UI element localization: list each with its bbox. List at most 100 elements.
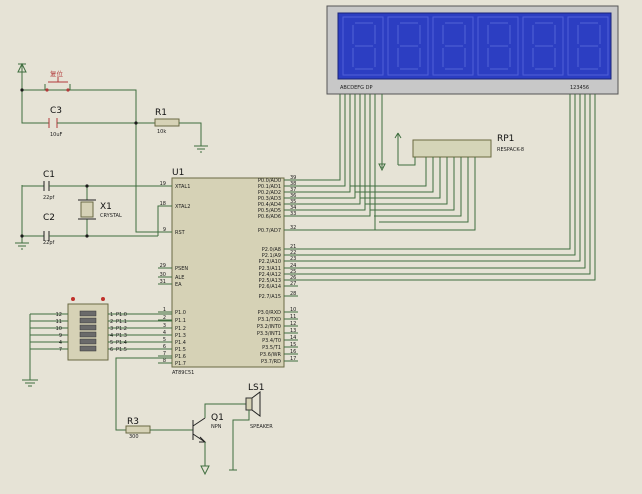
display-digit-segments xyxy=(352,22,376,70)
ls1-part: SPEAKER xyxy=(250,424,273,430)
u1-left-pin-num: 18 xyxy=(160,201,166,207)
reset-network: 复位 C3 10uF R1 10k xyxy=(17,62,208,233)
u1-left-pin-name: XTAL1 xyxy=(175,184,190,190)
u1-left-pin-name: PSEN xyxy=(175,266,188,272)
r3-value: 300 xyxy=(129,434,139,440)
dip-left-num: 10 xyxy=(56,326,62,332)
u1-left-pin-num: 19 xyxy=(160,181,166,187)
u1-left-pin-name: P1.4 xyxy=(175,340,186,346)
dip-right-num: 2 xyxy=(110,319,113,325)
dip-left-num: 12 xyxy=(56,312,62,318)
u1-right-pin-name: P3.6/WR xyxy=(260,352,282,358)
display-digit-cell xyxy=(342,16,384,76)
u1-right-pin-name: P3.3/INT1 xyxy=(257,331,281,337)
display-digit-segments xyxy=(577,22,601,70)
dip-switch-toggle[interactable] xyxy=(79,345,97,352)
u1-right-pin-name: P3.2/INT0 xyxy=(257,324,281,330)
dip-right-num: 3 xyxy=(110,326,113,332)
u1-left-pin-name: P1.7 xyxy=(175,361,186,367)
c3-ref: C3 xyxy=(50,106,62,116)
u1-right-pin-num: 36 xyxy=(290,193,296,199)
u1-right-pin-num: 25 xyxy=(290,269,296,275)
u1-right-pin-name: P3.5/T1 xyxy=(262,345,281,351)
u1-right-pin-name: P0.4/AD4 xyxy=(258,202,281,208)
dip-label: P1.4 xyxy=(116,340,127,346)
display-digit-cell xyxy=(522,16,564,76)
dip-right-num: 1 xyxy=(110,312,113,318)
dip-left-num: 9 xyxy=(59,333,62,339)
u1-right-pin-name: P3.0/RXD xyxy=(258,310,282,316)
dip-label: P1.1 xyxy=(116,319,127,325)
u1-right-pin-name: P3.4/T0 xyxy=(262,338,281,344)
rp1-part: RESPACK-8 xyxy=(497,147,524,153)
r1-value: 10k xyxy=(157,129,166,135)
x1-ref: X1 xyxy=(100,202,112,212)
u1-left-pin-num: 1 xyxy=(163,307,166,313)
c3-value: 10uF xyxy=(50,132,63,138)
seven-segment-display[interactable]: ABCDEFG DP 123456 xyxy=(326,5,619,95)
u1-right-pin-num: 11 xyxy=(290,314,296,320)
u1-ref: U1 xyxy=(172,168,184,178)
u1-right-pin-name: P2.5/A13 xyxy=(259,278,281,284)
reset-button-label[interactable]: 复位 xyxy=(50,69,64,78)
display-digit-segments xyxy=(487,22,511,70)
u1-left-pin-name: P1.1 xyxy=(175,318,186,324)
dip-switch-toggle[interactable] xyxy=(79,338,97,345)
u1-right-pin-name: P0.0/AD0 xyxy=(258,178,281,184)
u1-left-pin-name: P1.6 xyxy=(175,354,186,360)
u1-left-pin-name: RST xyxy=(175,230,186,236)
u1-left-pin-num: 5 xyxy=(163,337,166,343)
u1-right-pin-num: 24 xyxy=(290,263,296,269)
u1-right-pin-name: P2.7/A15 xyxy=(259,294,281,300)
u1-right-pin-name: P2.0/A8 xyxy=(262,247,281,253)
u1-left-pin-num: 7 xyxy=(163,351,166,357)
u1-right-pin-name: P0.5/AD5 xyxy=(258,208,281,214)
dip-switch-toggle[interactable] xyxy=(79,324,97,331)
u1-right-pin-num: 26 xyxy=(290,275,296,281)
u1-left-pin-num: 2 xyxy=(163,315,166,321)
u1-left-pin-name: ALE xyxy=(175,275,184,281)
u1-right-pin-name: P0.1/AD1 xyxy=(258,184,281,190)
u1-right-pin-num: 32 xyxy=(290,225,296,231)
dip-left-num: 7 xyxy=(59,347,62,353)
display-digit-segments xyxy=(442,22,466,70)
u1-right-pin-num: 14 xyxy=(290,335,296,341)
u1-right-pin-name: P3.1/TXD xyxy=(258,317,281,323)
u1-right-pin-name: P0.2/AD2 xyxy=(258,190,281,196)
x1-part: CRYSTAL xyxy=(100,213,122,219)
u1-right-pin-num: 16 xyxy=(290,349,296,355)
speaker-driver: R3 300 Q1 NPN LS1 SPEAKER xyxy=(115,357,273,476)
u1-part: AT89C51 xyxy=(172,370,194,376)
dip-switch-toggle[interactable] xyxy=(79,310,97,317)
r3-ref: R3 xyxy=(127,417,139,427)
c1-ref: C1 xyxy=(43,170,55,180)
u1-right-pin-num: 37 xyxy=(290,187,296,193)
dip-label: P1.0 xyxy=(116,312,127,318)
u1-left-pin-name: P1.3 xyxy=(175,333,186,339)
dip-switch-toggle[interactable] xyxy=(79,331,97,338)
u1-right-pin-num: 39 xyxy=(290,175,296,181)
dip-switch-toggle[interactable] xyxy=(79,317,97,324)
u1-left-pin-num: 4 xyxy=(163,330,166,336)
u1-left-pin-name: P1.2 xyxy=(175,326,186,332)
dip-right-num: 5 xyxy=(110,340,113,346)
dip-label: P1.2 xyxy=(116,326,127,332)
u1-right-pin-num: 23 xyxy=(290,256,296,262)
display-digit-cell xyxy=(567,16,609,76)
dip-right-num: 4 xyxy=(110,333,113,339)
c1-value: 22pf xyxy=(43,195,55,201)
c2-value: 22pf xyxy=(43,240,55,246)
q1-ref: Q1 xyxy=(211,413,224,423)
q1-part: NPN xyxy=(211,424,222,430)
rp1-resistor-pack[interactable]: RP1 RESPACK-8 xyxy=(350,132,524,231)
u1-right-pin-num: 35 xyxy=(290,199,296,205)
dip-label: P1.5 xyxy=(116,347,127,353)
oscillator-network: C1 22pf C2 22pf X1 CRYSTAL xyxy=(15,170,172,250)
u1-left-pin-name: XTAL2 xyxy=(175,204,190,210)
dip-left-num: 4 xyxy=(59,340,62,346)
display-digit-cell xyxy=(432,16,474,76)
